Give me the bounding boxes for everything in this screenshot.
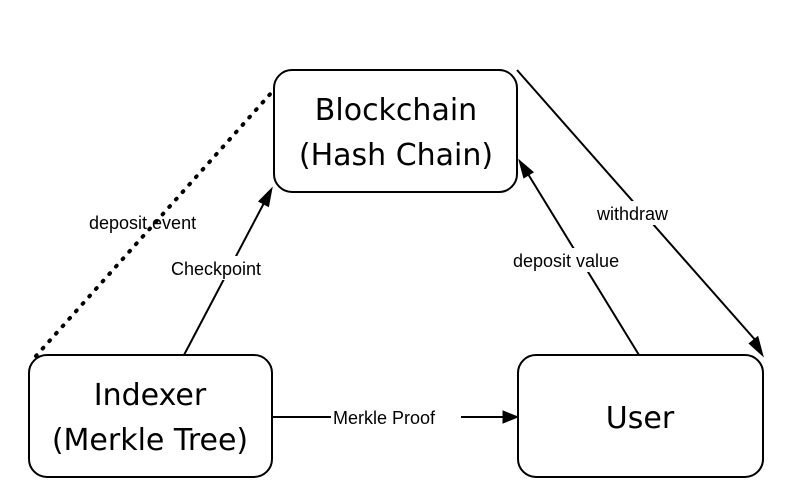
- edge-deposit-event-label: deposit event: [89, 213, 196, 233]
- edge-merkle-proof-label: Merkle Proof: [333, 408, 436, 428]
- edge-deposit-event-line: [34, 90, 274, 358]
- indexer-node-title: Indexer: [94, 378, 207, 413]
- blockchain-node-title: Blockchain: [315, 93, 477, 128]
- edge-withdraw-arrowhead: [748, 335, 764, 358]
- edge-checkpoint-label: Checkpoint: [171, 259, 261, 279]
- blockchain-node-subtitle: (Hash Chain): [299, 138, 493, 173]
- edge-deposit-value-label: deposit value: [513, 251, 619, 271]
- blockchain-node[interactable]: [273, 69, 518, 193]
- edge-merkle-proof-arrowhead: [502, 410, 520, 424]
- user-node-label: User: [606, 401, 675, 436]
- edge-deposit-value-label-bg: [510, 248, 650, 272]
- edge-checkpoint-arrowhead: [257, 186, 273, 208]
- user-node[interactable]: [517, 354, 764, 478]
- edge-deposit-value-arrowhead: [518, 158, 535, 179]
- edge-withdraw-label-bg: [595, 201, 689, 225]
- indexer-node-subtitle: (Merkle Tree): [52, 423, 248, 458]
- edge-withdraw-label: withdraw: [596, 204, 669, 224]
- edge-merkle-proof-label-bg: [331, 405, 461, 429]
- indexer-node[interactable]: [28, 354, 273, 478]
- edge-checkpoint-label-bg: [168, 256, 284, 280]
